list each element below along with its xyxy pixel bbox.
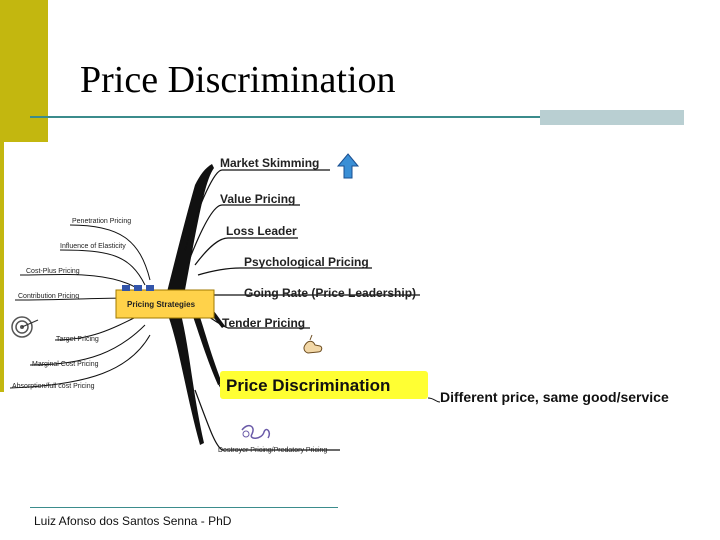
highlight-note: Different price, same good/service [440,389,669,405]
slide-title: Price Discrimination [80,59,396,101]
mind-map: Pricing Strategies Market Skimming Value… [9,153,669,454]
branch-label: Target Pricing [56,336,99,343]
center-node [115,289,215,319]
mind-map-trunk [165,164,225,445]
branch-label: Cost-Plus Pricing [26,268,80,275]
center-node-label: Pricing Strategies [127,300,196,309]
branch-label: Market Skimming [220,156,319,170]
right-branch-lines [184,169,425,451]
branch-label: Penetration Pricing [72,218,131,225]
highlight-branch-label: Price Discrimination [226,376,390,395]
scribble-icon [241,424,271,439]
branch-label: Marginal Cost Pricing [32,361,99,368]
branch-label: Contribution Pricing [18,293,79,300]
accent-bar [0,0,48,142]
accent-bar-thin [0,142,4,392]
title-rule [30,116,684,118]
left-branch-lines [9,224,151,389]
center-node-marker [122,285,130,291]
branch-label: Value Pricing [220,192,295,206]
branch-label: Destroyer Pricing/Predatory Pricing [218,447,327,454]
target-icon [11,316,39,338]
branch-label: Influence of Elasticity [60,243,126,250]
hand-pointing-icon [303,334,323,354]
branch-label: Absorption/full cost Pricing [12,383,95,390]
branch-label: Going Rate (Price Leadership) [244,286,416,300]
center-node-marker [134,285,142,291]
highlight-box [220,371,428,399]
note-connector [427,397,441,403]
footer-text: Luiz Afonso dos Santos Senna - PhD [34,514,232,528]
branch-label: Tender Pricing [222,316,305,330]
title-rule-accent [540,110,684,125]
branch-label: Psychological Pricing [244,255,369,269]
footer-rule [30,507,338,508]
up-arrow-icon [336,153,360,179]
center-node-marker [146,285,154,291]
branch-label: Loss Leader [226,224,297,238]
